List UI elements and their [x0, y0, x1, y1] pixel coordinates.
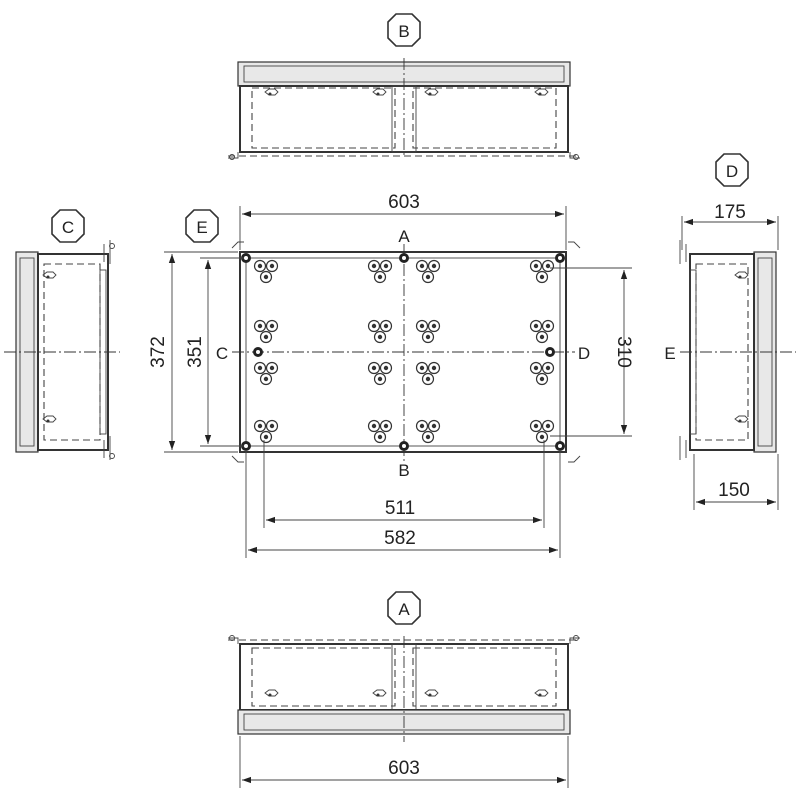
view-a-label: A — [398, 600, 410, 619]
view-b: B — [228, 13, 580, 160]
view-c: C — [4, 209, 120, 460]
view-e-label: E — [196, 218, 207, 237]
section-mark-c: C — [216, 344, 228, 363]
view-front: E A B C D 603 372 — [148, 192, 634, 558]
dim-height-overall: 372 — [148, 336, 169, 368]
section-mark-d: D — [578, 344, 590, 363]
section-mark-e: E — [664, 344, 675, 363]
view-a: A 603 — [228, 591, 580, 788]
view-c-marker — [51, 209, 85, 243]
view-c-label: C — [62, 218, 74, 237]
view-d-label: D — [726, 162, 738, 181]
dim-width-bottom: 603 — [388, 758, 420, 779]
view-d: D 175 150 E — [664, 153, 796, 510]
section-mark-a: A — [398, 227, 410, 246]
dim-height-mount: 310 — [613, 336, 634, 368]
view-b-label: B — [398, 22, 409, 41]
section-mark-b: B — [398, 461, 409, 480]
view-e-marker — [185, 209, 219, 243]
dim-width-inner: 582 — [384, 528, 416, 549]
view-d-marker — [715, 153, 749, 187]
dim-width-mount: 511 — [385, 498, 415, 519]
view-a-marker — [387, 591, 421, 625]
dim-depth-overall: 175 — [714, 202, 746, 223]
dim-width-overall: 603 — [388, 192, 420, 213]
view-b-marker — [387, 13, 421, 47]
dim-height-inner: 351 — [185, 336, 206, 368]
dim-depth-body: 150 — [718, 480, 750, 501]
